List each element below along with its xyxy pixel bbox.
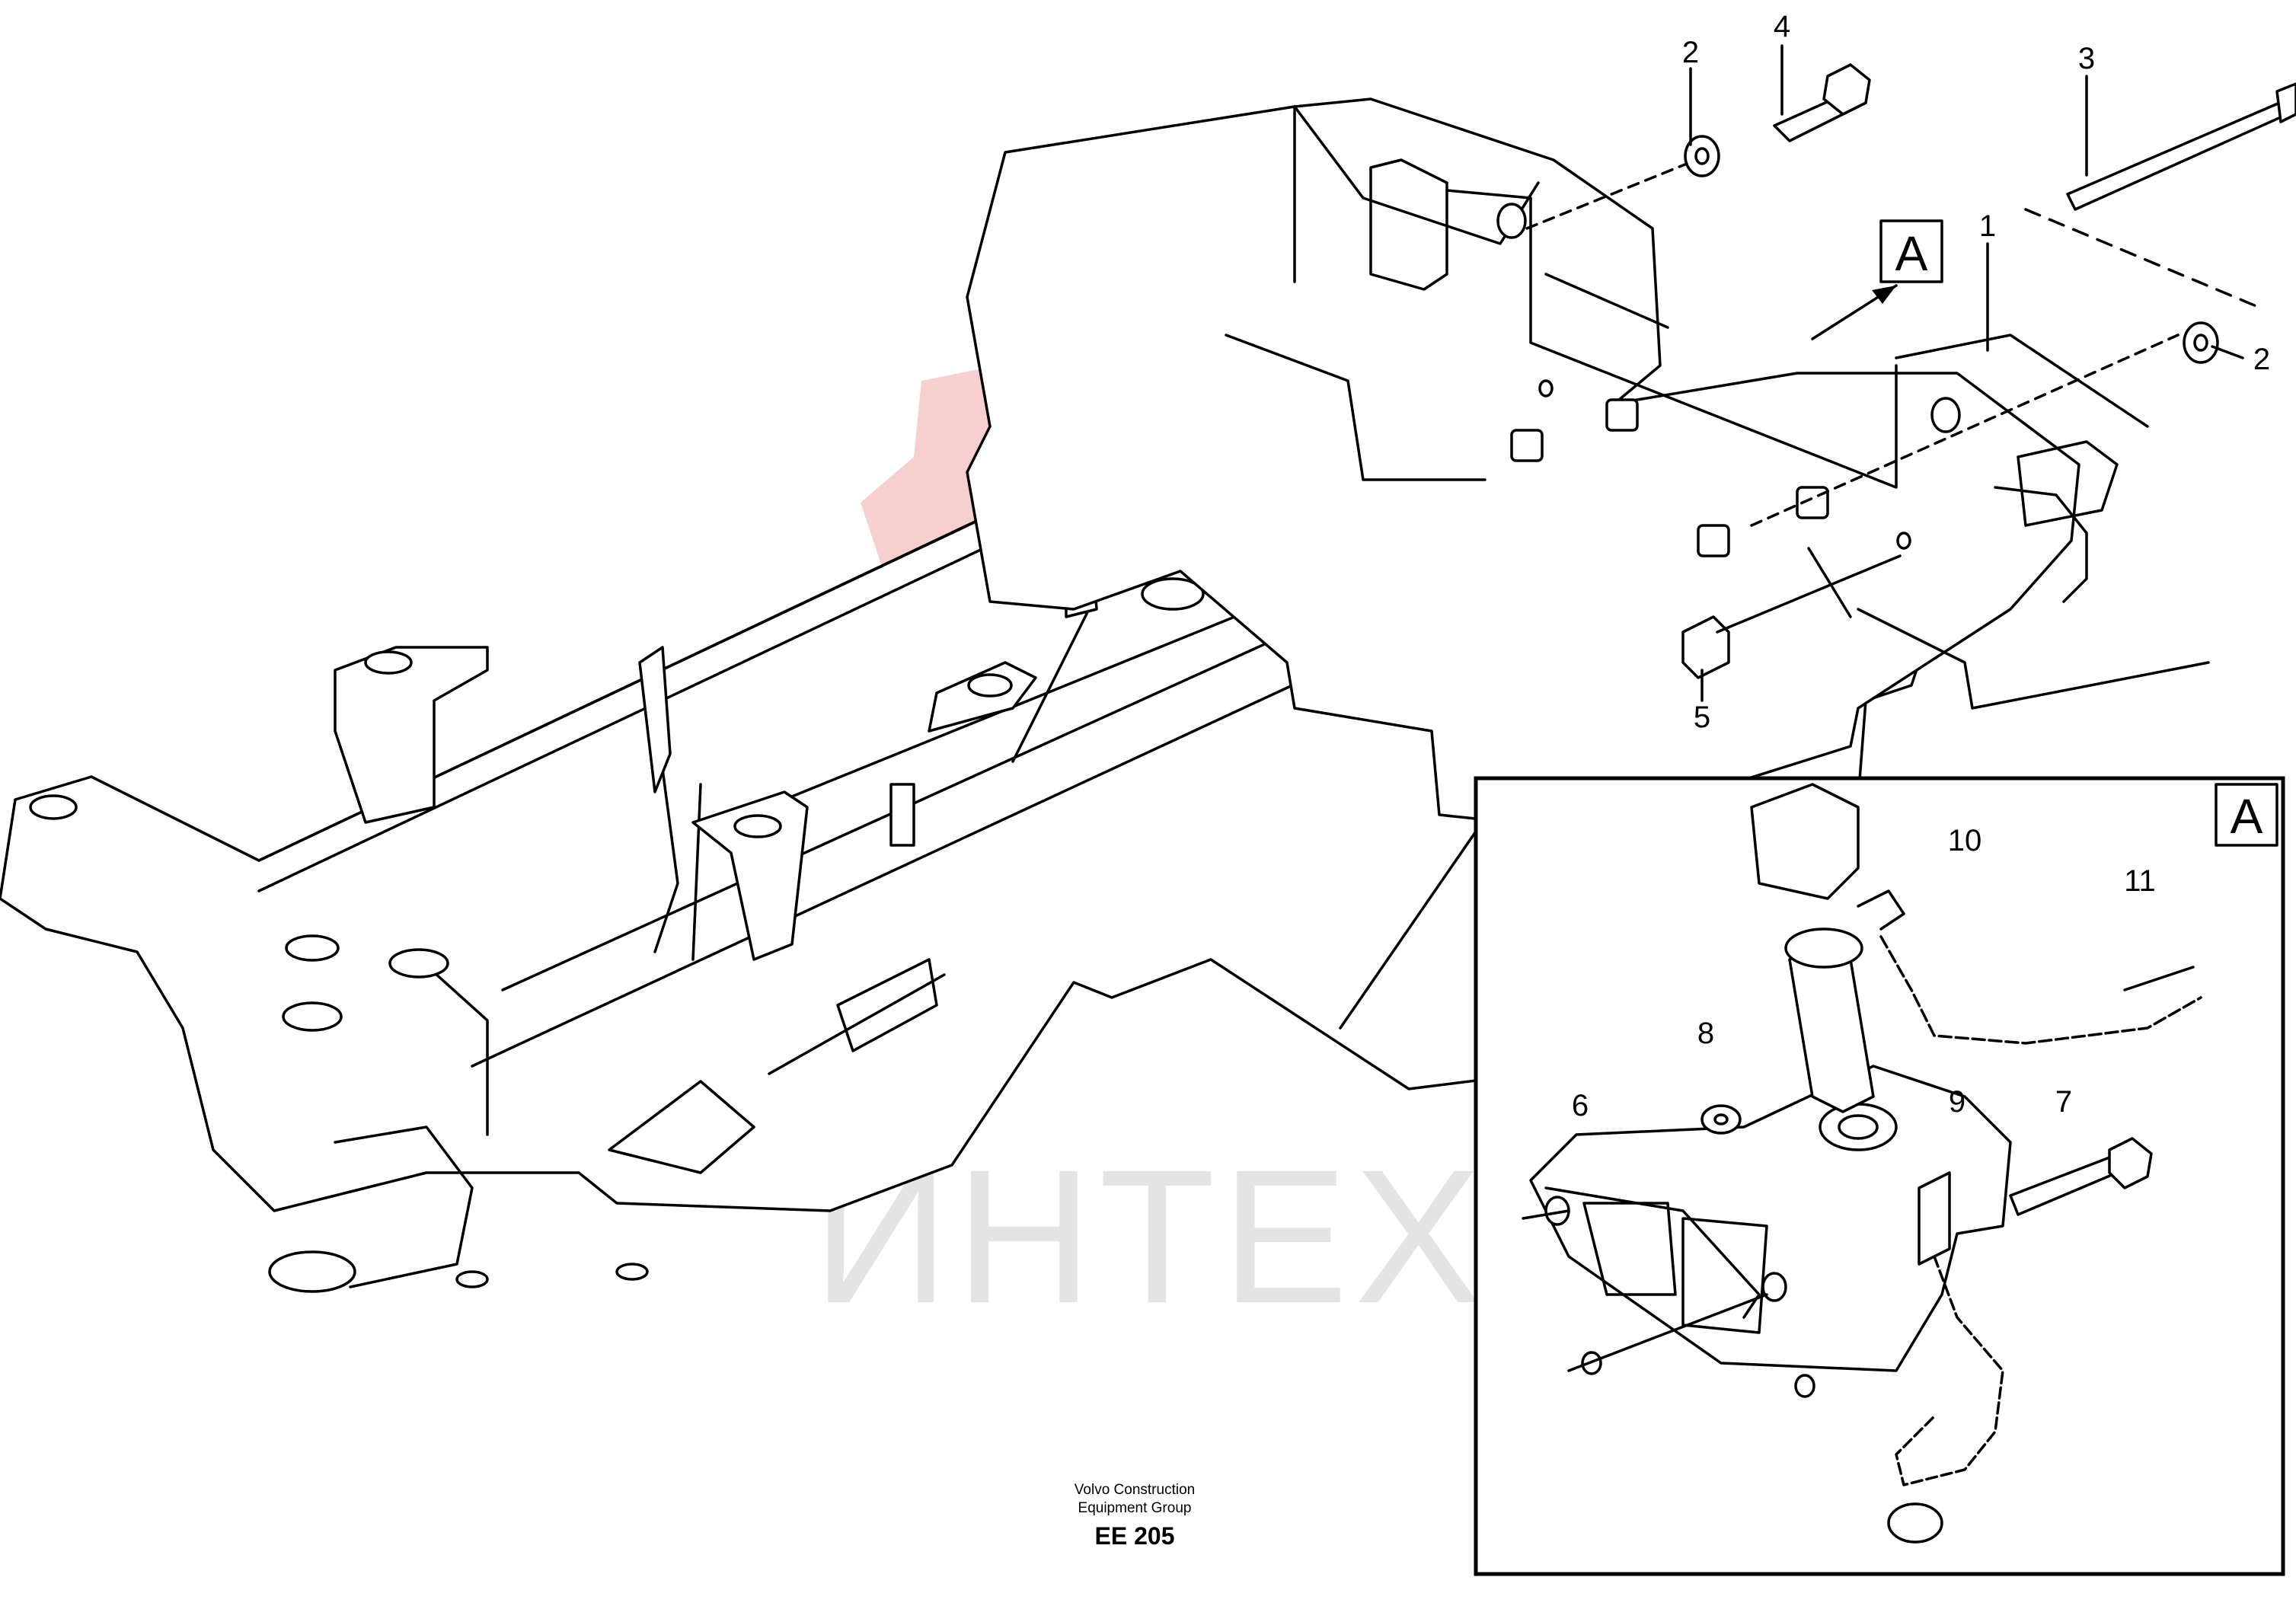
detail-box-label: A	[2231, 789, 2263, 844]
callout-3: 3	[2078, 42, 2095, 75]
callout-7: 7	[2055, 1085, 2072, 1119]
detail-box: A	[1474, 776, 2285, 1576]
chain-plate	[1918, 1171, 1951, 1266]
callout-2-right: 2	[2253, 343, 2270, 376]
callout-9: 9	[1949, 1085, 1965, 1119]
callout-6: 6	[1572, 1089, 1589, 1122]
callout-10: 10	[1948, 824, 1982, 857]
callout-1: 1	[1979, 209, 1996, 243]
bolt-3	[2066, 97, 2296, 211]
fasteners	[1525, 63, 2296, 679]
callout-8: 8	[1697, 1017, 1714, 1050]
callouts: 1 2 2 3 4 5 6 7 8 9 10 11	[1572, 10, 2270, 1122]
footer: Volvo Construction Equipment Group EE 20…	[952, 1481, 1317, 1550]
callout-11: 11	[2124, 864, 2156, 898]
footer-company-line1: Volvo Construction	[1074, 1482, 1196, 1498]
callout-5: 5	[1694, 701, 1710, 734]
footer-diagram-code: EE 205	[1094, 1522, 1175, 1550]
view-marker-label: A	[1895, 226, 1928, 281]
footer-company-line2: Equipment Group	[1078, 1500, 1192, 1516]
callout-2-top: 2	[1682, 36, 1699, 69]
view-marker-a: A	[1811, 219, 1943, 340]
callout-4: 4	[1774, 10, 1790, 43]
